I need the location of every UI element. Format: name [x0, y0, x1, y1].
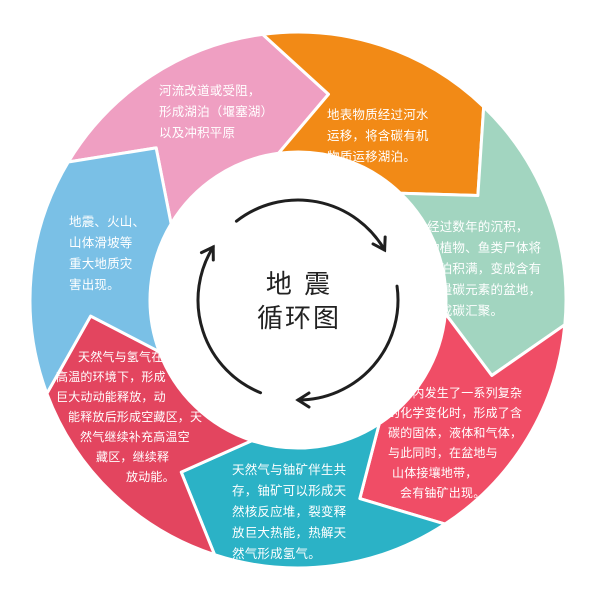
segment-line: 藏区，继续释: [96, 450, 170, 464]
cycle-arrow-head: [199, 244, 215, 262]
segment-text-bottom: 天然气与铀矿伴生共 存，铀矿可以形成天 然核反应堆，裂变释 放巨大热能，热解天 …: [232, 459, 346, 564]
segment-line: 高温的环境下，形成: [56, 370, 166, 384]
segment-line: 山体滑坡等: [69, 235, 133, 250]
segment-line: 动植物、鱼类尸体将: [427, 240, 542, 255]
segment-line: 存，铀矿可以形成天: [232, 483, 347, 498]
ring-segments: [28, 30, 568, 570]
segment-text-bottom-right: 盆地内发生了一系列复杂 的化学变化时，形成了含 碳的固体，液体和气体， 与此同时…: [388, 383, 522, 503]
cycle-arrow-arc: [296, 284, 400, 402]
cycle-arrows: [196, 198, 400, 409]
segment-text-top-right: 地表物质经过河水 运移，将含碳有机 物质运移湖泊。: [327, 104, 429, 167]
segment-line: 地表物质经过河水: [327, 107, 429, 122]
center-circle: [150, 152, 446, 448]
segment-line: 河流改道或受阻，: [159, 83, 261, 98]
segment-text-left: 地震、火山、 山体滑坡等 重大地质灾 害出现。: [69, 211, 145, 295]
segment-line: 放动能。: [126, 470, 175, 484]
segment-line: 能释放后形成空藏区，天: [68, 410, 203, 424]
segment-line: 形成湖泊（堰塞湖）: [159, 104, 274, 119]
segment-line: 物质运移湖泊。: [327, 149, 416, 164]
segment-line: 大量碳元素的盆地，: [427, 282, 542, 297]
segment-line: 然气形成氢气。: [232, 546, 321, 561]
segment-line: 害出现。: [69, 277, 120, 292]
cycle-arrow-head: [295, 391, 311, 409]
segment-line: 然核反应堆，裂变释: [232, 504, 347, 519]
segment-line: 运移，将含碳有机: [327, 128, 429, 143]
segment-text-top-left: 河流改道或受阻， 形成湖泊（堰塞湖） 以及冲积平原: [159, 80, 273, 143]
segment-line: 完成碳汇聚。: [427, 303, 504, 318]
segment-line: 山体接壤地带，: [392, 466, 478, 480]
segment-line: 盆地内发生了一系列复杂: [388, 386, 523, 400]
segment-line: 会有铀矿出现。: [400, 486, 486, 500]
segment-text-right: 经过数年的沉积， 动植物、鱼类尸体将 湖泊积满，变成含有 大量碳元素的盆地， 完…: [427, 216, 541, 321]
segment-line: 地震、火山、: [69, 214, 146, 229]
segment-line: 与此同时，在盆地与: [388, 446, 498, 460]
segment-line: 然气继续补充高温空: [80, 430, 190, 444]
center-title-line-2: 循环图: [256, 304, 341, 334]
cycle-arrow-arc: [196, 245, 263, 395]
segment-line: 放巨大热能，热解天: [232, 525, 347, 540]
segment-line: 天然气与氢气在: [78, 350, 164, 364]
segment-line: 以及冲积平原: [159, 125, 236, 140]
segment-line: 湖泊积满，变成含有: [427, 261, 542, 276]
segment-text-bottom-left: 天然气与氢气在 高温的环境下，形成 巨大动动能释放，动 能释放后形成空藏区，天 …: [56, 347, 242, 487]
segment-line: 重大地质灾: [69, 256, 133, 271]
segment-line: 经过数年的沉积，: [427, 219, 529, 234]
segment-line: 天然气与铀矿伴生共: [232, 462, 347, 477]
center-title-line-1: 地 震: [265, 270, 333, 300]
segment-line: 碳的固体，液体和气体，: [388, 426, 523, 440]
center-title: 地 震 循环图: [238, 268, 360, 336]
cycle-arrow-arc: [234, 198, 387, 252]
segment-line: 巨大动动能释放，动: [56, 390, 166, 404]
segment-line: 的化学变化时，形成了含: [388, 406, 523, 420]
cycle-arrow-head: [371, 235, 387, 253]
